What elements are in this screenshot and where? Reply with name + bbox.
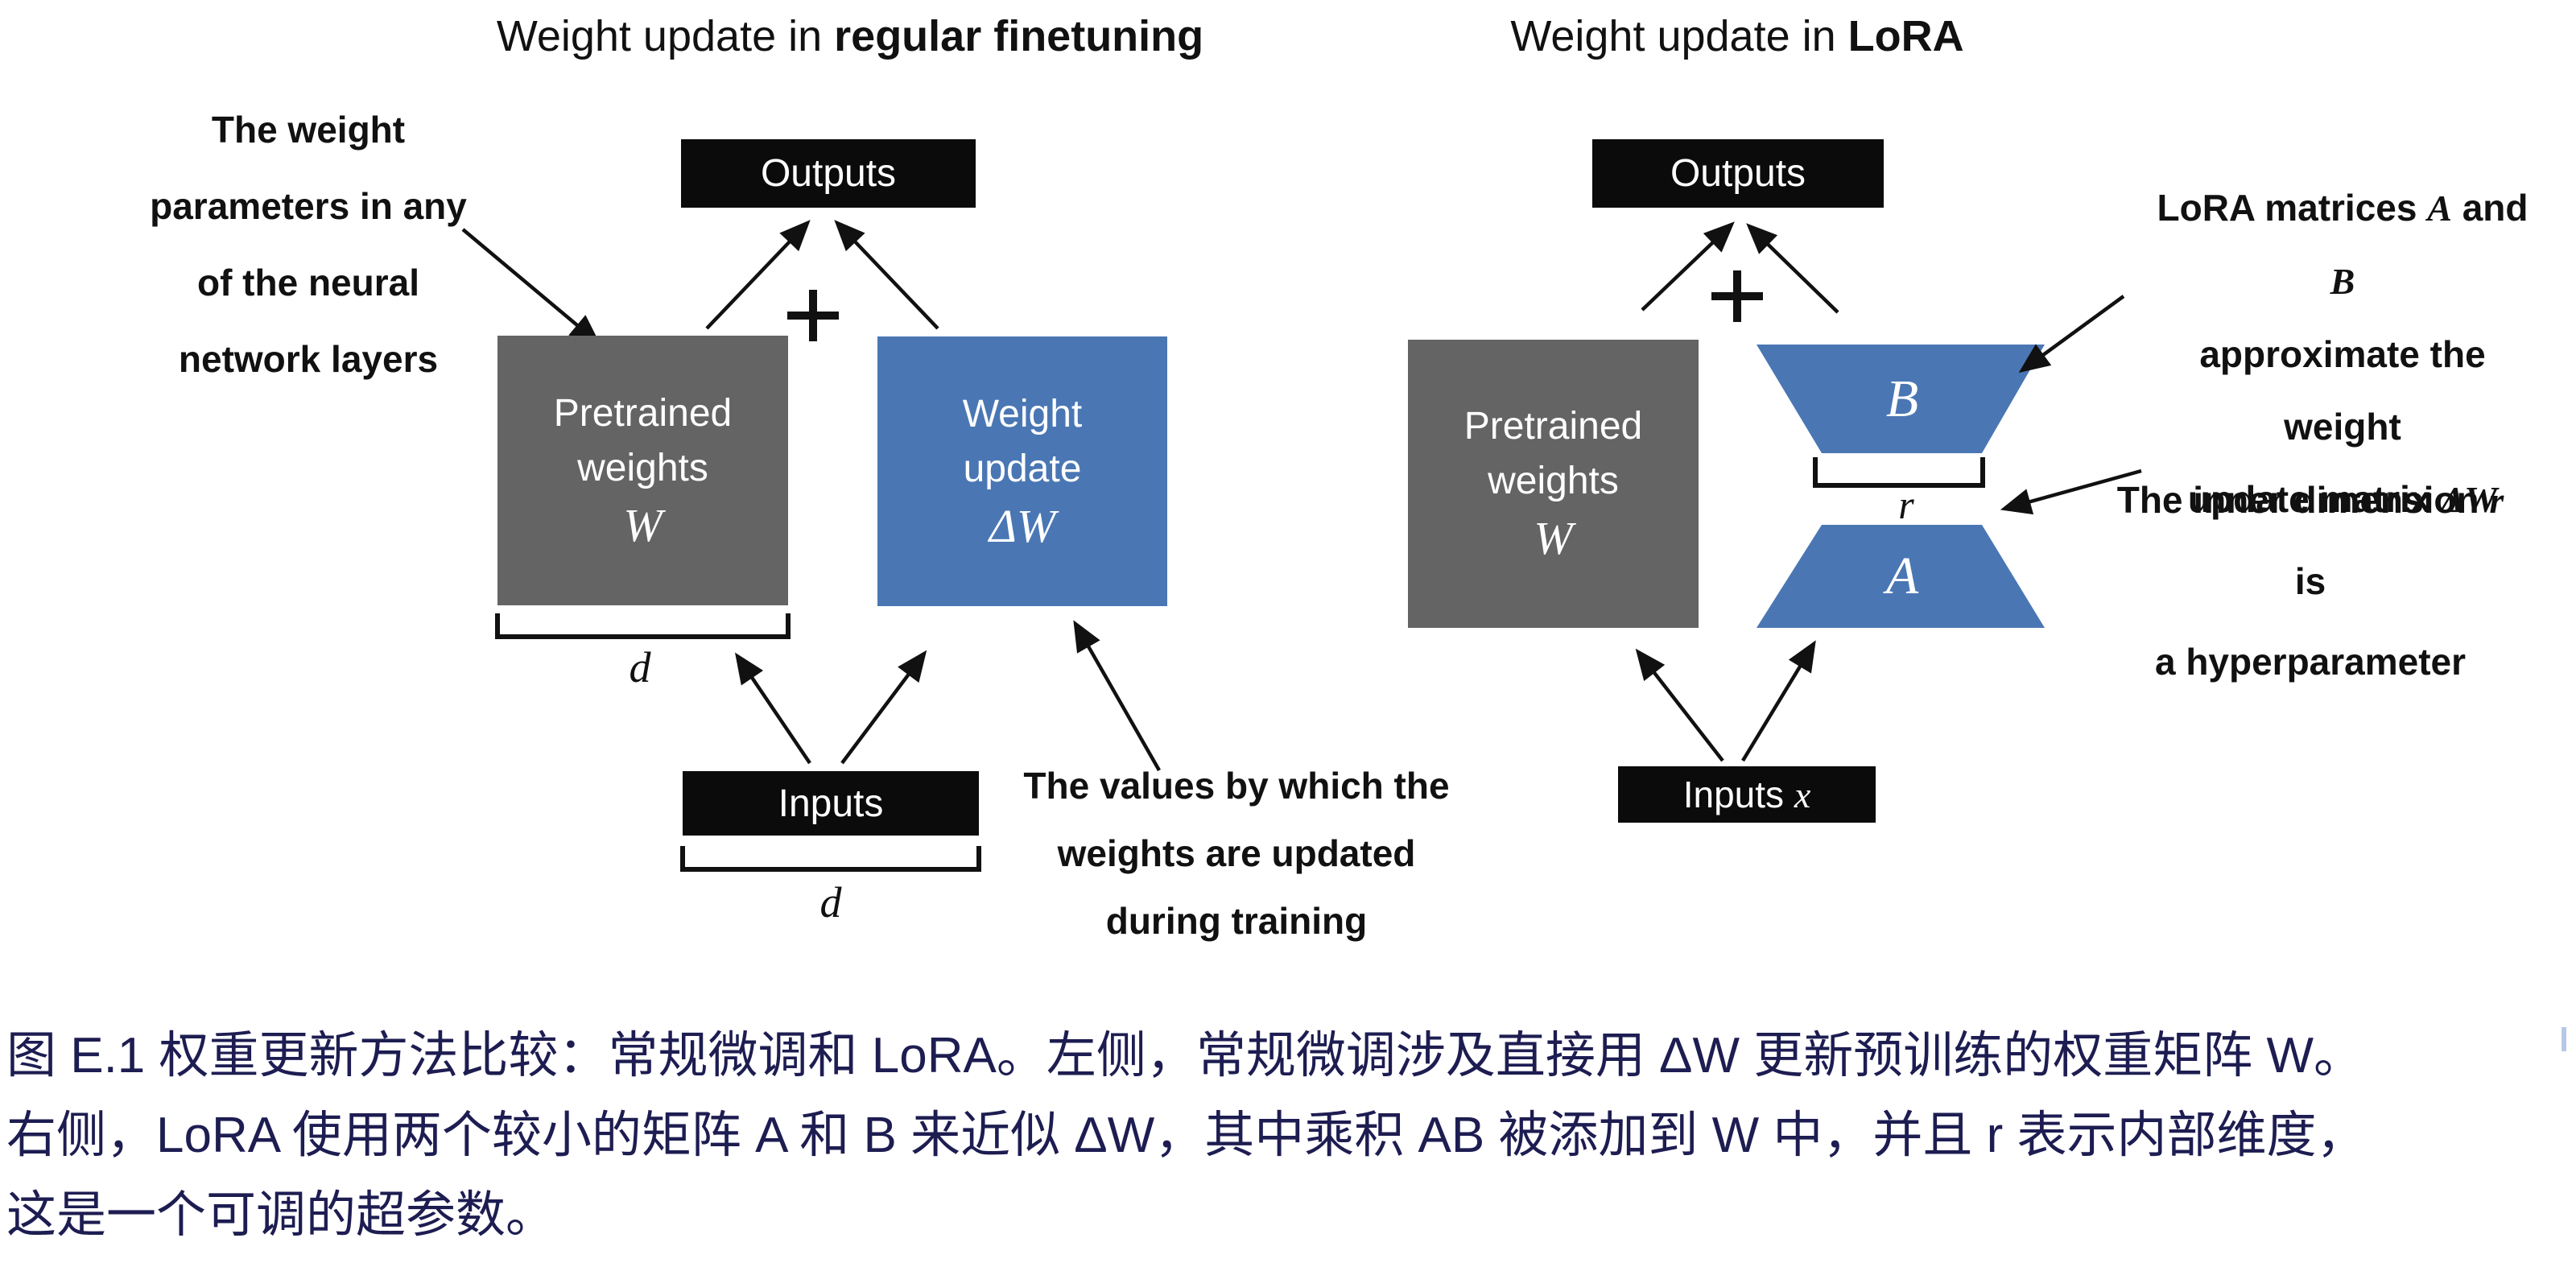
note-line: The inner dimension r is xyxy=(2116,479,2504,602)
left-diagram-title: Weight update in regular finetuning xyxy=(448,11,1253,61)
outputs-box-left: Outputs xyxy=(681,139,976,208)
note-line: The weight xyxy=(211,109,406,151)
inputs-box-right: Inputs x xyxy=(1618,766,1876,823)
right-title-prefix: Weight update in xyxy=(1510,12,1848,60)
caption-line-3: 这是一个可调的超参数。 xyxy=(6,1187,556,1243)
outputs-box-right: Outputs xyxy=(1592,139,1884,208)
plus-icon-left xyxy=(787,290,839,341)
arrow-pretrained-to-outputs-right xyxy=(1641,221,1735,312)
delta-w-symbol-left: ΔW xyxy=(989,499,1056,552)
note-arrow-values xyxy=(1073,620,1161,772)
dim-d-inputs-label: d xyxy=(819,878,842,927)
arrow-inputs-to-pretrained-right xyxy=(1635,648,1724,762)
matrix-b-ref: B xyxy=(2330,261,2355,302)
matrix-b-trapezoid xyxy=(1757,345,2045,453)
dim-bracket-r xyxy=(1813,457,1985,488)
arrow-ba-to-outputs-right xyxy=(1746,223,1839,314)
note-line: weights are updated xyxy=(1057,832,1416,874)
note-line: a hyperparameter xyxy=(2154,641,2467,683)
note-arrow-lora-matrices xyxy=(2018,295,2125,373)
weight-params-note: The weight parameters in any of the neur… xyxy=(107,92,510,398)
lora-matrices-note: LoRA matrices A and B approximate the we… xyxy=(2141,171,2544,536)
outputs-label-right: Outputs xyxy=(1670,152,1806,195)
inputs-box-left: Inputs xyxy=(683,771,979,836)
dim-bracket-weights-left xyxy=(495,613,791,639)
arrow-inputs-to-update-left xyxy=(840,650,927,765)
inputs-label-left: Inputs xyxy=(778,782,884,825)
right-title-bold: LoRA xyxy=(1847,12,1964,60)
plus-icon-right xyxy=(1711,270,1763,322)
text-cursor-artifact xyxy=(2562,1027,2566,1051)
arrow-pretrained-to-outputs-left xyxy=(705,220,811,330)
matrix-a-label: A xyxy=(1885,547,1919,605)
values-note: The values by which the weights are upda… xyxy=(1011,752,1462,955)
note-line: of the neural xyxy=(196,262,420,303)
matrix-a-ref: A xyxy=(2427,188,2452,229)
weight-update-box: Weight update ΔW xyxy=(877,336,1167,606)
inputs-label-right: Inputs x xyxy=(1682,774,1811,815)
arrow-update-to-outputs-left xyxy=(834,220,939,330)
input-x-symbol: x xyxy=(1794,774,1811,815)
note-arrow-weight-params xyxy=(461,228,601,345)
pretrained-weights-box-left: Pretrained weights W xyxy=(497,336,788,605)
outputs-label-left: Outputs xyxy=(760,152,897,195)
arrow-inputs-to-a-right xyxy=(1741,640,1816,762)
note-arrow-inner-dim xyxy=(2000,468,2142,515)
matrix-a-trapezoid xyxy=(1757,525,2045,628)
box-line: weights xyxy=(577,446,708,489)
matrix-b-label: B xyxy=(1885,369,1919,428)
matrix-w-symbol-right: W xyxy=(1534,512,1573,564)
box-line: Pretrained xyxy=(553,391,733,435)
note-line: parameters in any xyxy=(150,185,467,227)
left-title-prefix: Weight update in xyxy=(496,12,835,60)
pretrained-weights-box-right: Pretrained weights W xyxy=(1408,340,1699,628)
note-line: approximate the weight xyxy=(2199,333,2486,448)
box-line: weights xyxy=(1488,460,1619,502)
dim-r-ref: r xyxy=(2489,480,2504,521)
note-line: network layers xyxy=(178,338,439,380)
dim-r-label: r xyxy=(1898,482,1914,527)
matrix-w-symbol-left: W xyxy=(623,498,663,551)
arrow-inputs-to-pretrained-left xyxy=(734,652,811,765)
right-diagram-title: Weight update in LoRA xyxy=(1415,11,2059,61)
note-line: LoRA matrices A and B xyxy=(2157,187,2529,302)
figure-caption: 图 E.1 权重更新方法比较：常规微调和 LoRA。左侧，常规微调涉及直接用 Δ… xyxy=(6,1016,2574,1255)
caption-line-1: 图 E.1 权重更新方法比较：常规微调和 LoRA。左侧，常规微调涉及直接用 Δ… xyxy=(6,1028,2363,1083)
box-line: Weight xyxy=(962,392,1083,435)
note-line: update matrix ΔW xyxy=(2187,478,2498,520)
dim-d-weights-label: d xyxy=(629,643,651,691)
dim-bracket-inputs-left xyxy=(680,846,981,872)
inner-dim-note: The inner dimension r is a hyperparamete… xyxy=(2101,460,2520,702)
left-title-bold: regular finetuning xyxy=(834,12,1204,60)
box-line: update xyxy=(963,447,1082,490)
note-line: The values by which the xyxy=(1023,765,1450,807)
box-line: Pretrained xyxy=(1463,405,1643,448)
note-line: during training xyxy=(1105,900,1368,942)
caption-line-2: 右侧，LoRA 使用两个较小的矩阵 A 和 B 来近似 ΔW，其中乘积 AB 被… xyxy=(6,1108,2367,1163)
delta-w-ref: ΔW xyxy=(2441,479,2498,520)
